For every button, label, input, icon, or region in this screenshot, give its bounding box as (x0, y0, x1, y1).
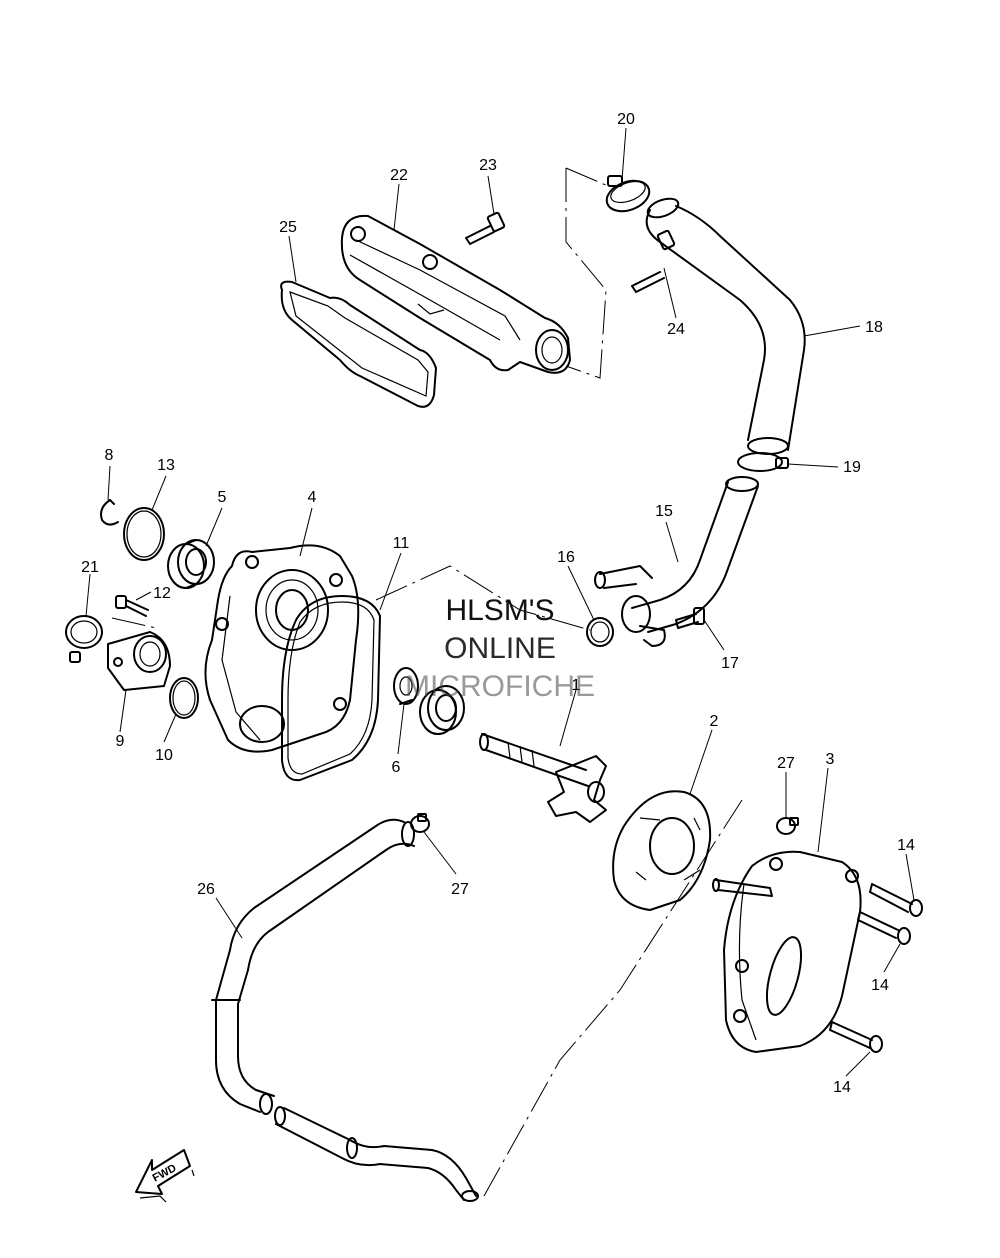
bearing-5 (167, 539, 215, 589)
label-19: 19 (843, 459, 861, 476)
label-20: 20 (617, 111, 635, 128)
label-9: 9 (116, 733, 125, 750)
leader-lines (85, 127, 915, 1077)
assembly-line-upper (565, 168, 607, 379)
label-18: 18 (865, 319, 883, 336)
o-ring-13 (123, 507, 165, 561)
label-5: 5 (218, 489, 227, 506)
label-4: 4 (308, 489, 317, 506)
label-16: 16 (557, 549, 575, 566)
bolt-14-a (869, 883, 923, 917)
label-17: 17 (721, 655, 739, 672)
bolt-24 (631, 229, 676, 293)
bolt-12 (115, 595, 149, 617)
assembly-line-clamp (565, 167, 609, 187)
label-10: 10 (155, 747, 173, 764)
fwd-arrow-icon: FWD (135, 1149, 195, 1203)
clamp-20 (605, 175, 651, 213)
bolt-17 (675, 607, 705, 629)
label-1: 1 (572, 677, 581, 694)
watermark: HLSM'S ONLINE MICROFICHE (405, 594, 595, 703)
bolt-14-b (857, 911, 911, 945)
clamp-27-lower (410, 813, 430, 833)
label-24: 24 (667, 321, 685, 338)
o-ring-10 (169, 677, 199, 719)
impeller-shaft-1 (479, 733, 607, 823)
guide-plate-2 (483, 790, 743, 1197)
label-15: 15 (655, 503, 673, 520)
fitting-9 (107, 617, 171, 691)
label-14-b: 14 (871, 977, 889, 994)
watermark-line2: ONLINE (444, 632, 556, 665)
label-22: 22 (390, 167, 408, 184)
label-3: 3 (826, 751, 835, 768)
label-27-lower: 27 (451, 881, 469, 898)
clamp-27-upper (776, 817, 799, 835)
label-23: 23 (479, 157, 497, 174)
label-2: 2 (710, 713, 719, 730)
label-11: 11 (393, 535, 410, 552)
o-ring-16 (586, 617, 614, 647)
bolt-23 (465, 211, 506, 245)
label-25: 25 (279, 219, 297, 236)
thermostat-housing-22 (340, 214, 571, 374)
label-6: 6 (392, 759, 401, 776)
gasket-25 (280, 280, 437, 408)
part-labels: 20 23 22 25 24 18 19 15 16 17 8 13 5 4 1… (81, 111, 915, 1096)
seal-7 (419, 685, 465, 735)
hose-26 (211, 818, 479, 1202)
label-14-c: 14 (833, 1079, 851, 1096)
gasket-11 (281, 565, 591, 782)
label-27-upper: 27 (777, 755, 795, 772)
watermark-line3: MICROFICHE (405, 670, 595, 703)
label-26: 26 (197, 881, 215, 898)
pump-cover-3 (712, 850, 862, 1053)
pump-body-4 (204, 544, 360, 753)
label-14-a: 14 (897, 837, 915, 854)
label-8: 8 (105, 447, 114, 464)
label-21: 21 (81, 559, 99, 576)
clamp-21 (65, 615, 103, 663)
label-13: 13 (157, 457, 175, 474)
label-12: 12 (153, 585, 171, 602)
watermark-line1: HLSM'S (445, 594, 554, 627)
clamp-19 (737, 452, 789, 472)
bolt-14-c (829, 1021, 883, 1053)
seal-6 (393, 667, 419, 705)
circlip-8 (100, 499, 119, 526)
